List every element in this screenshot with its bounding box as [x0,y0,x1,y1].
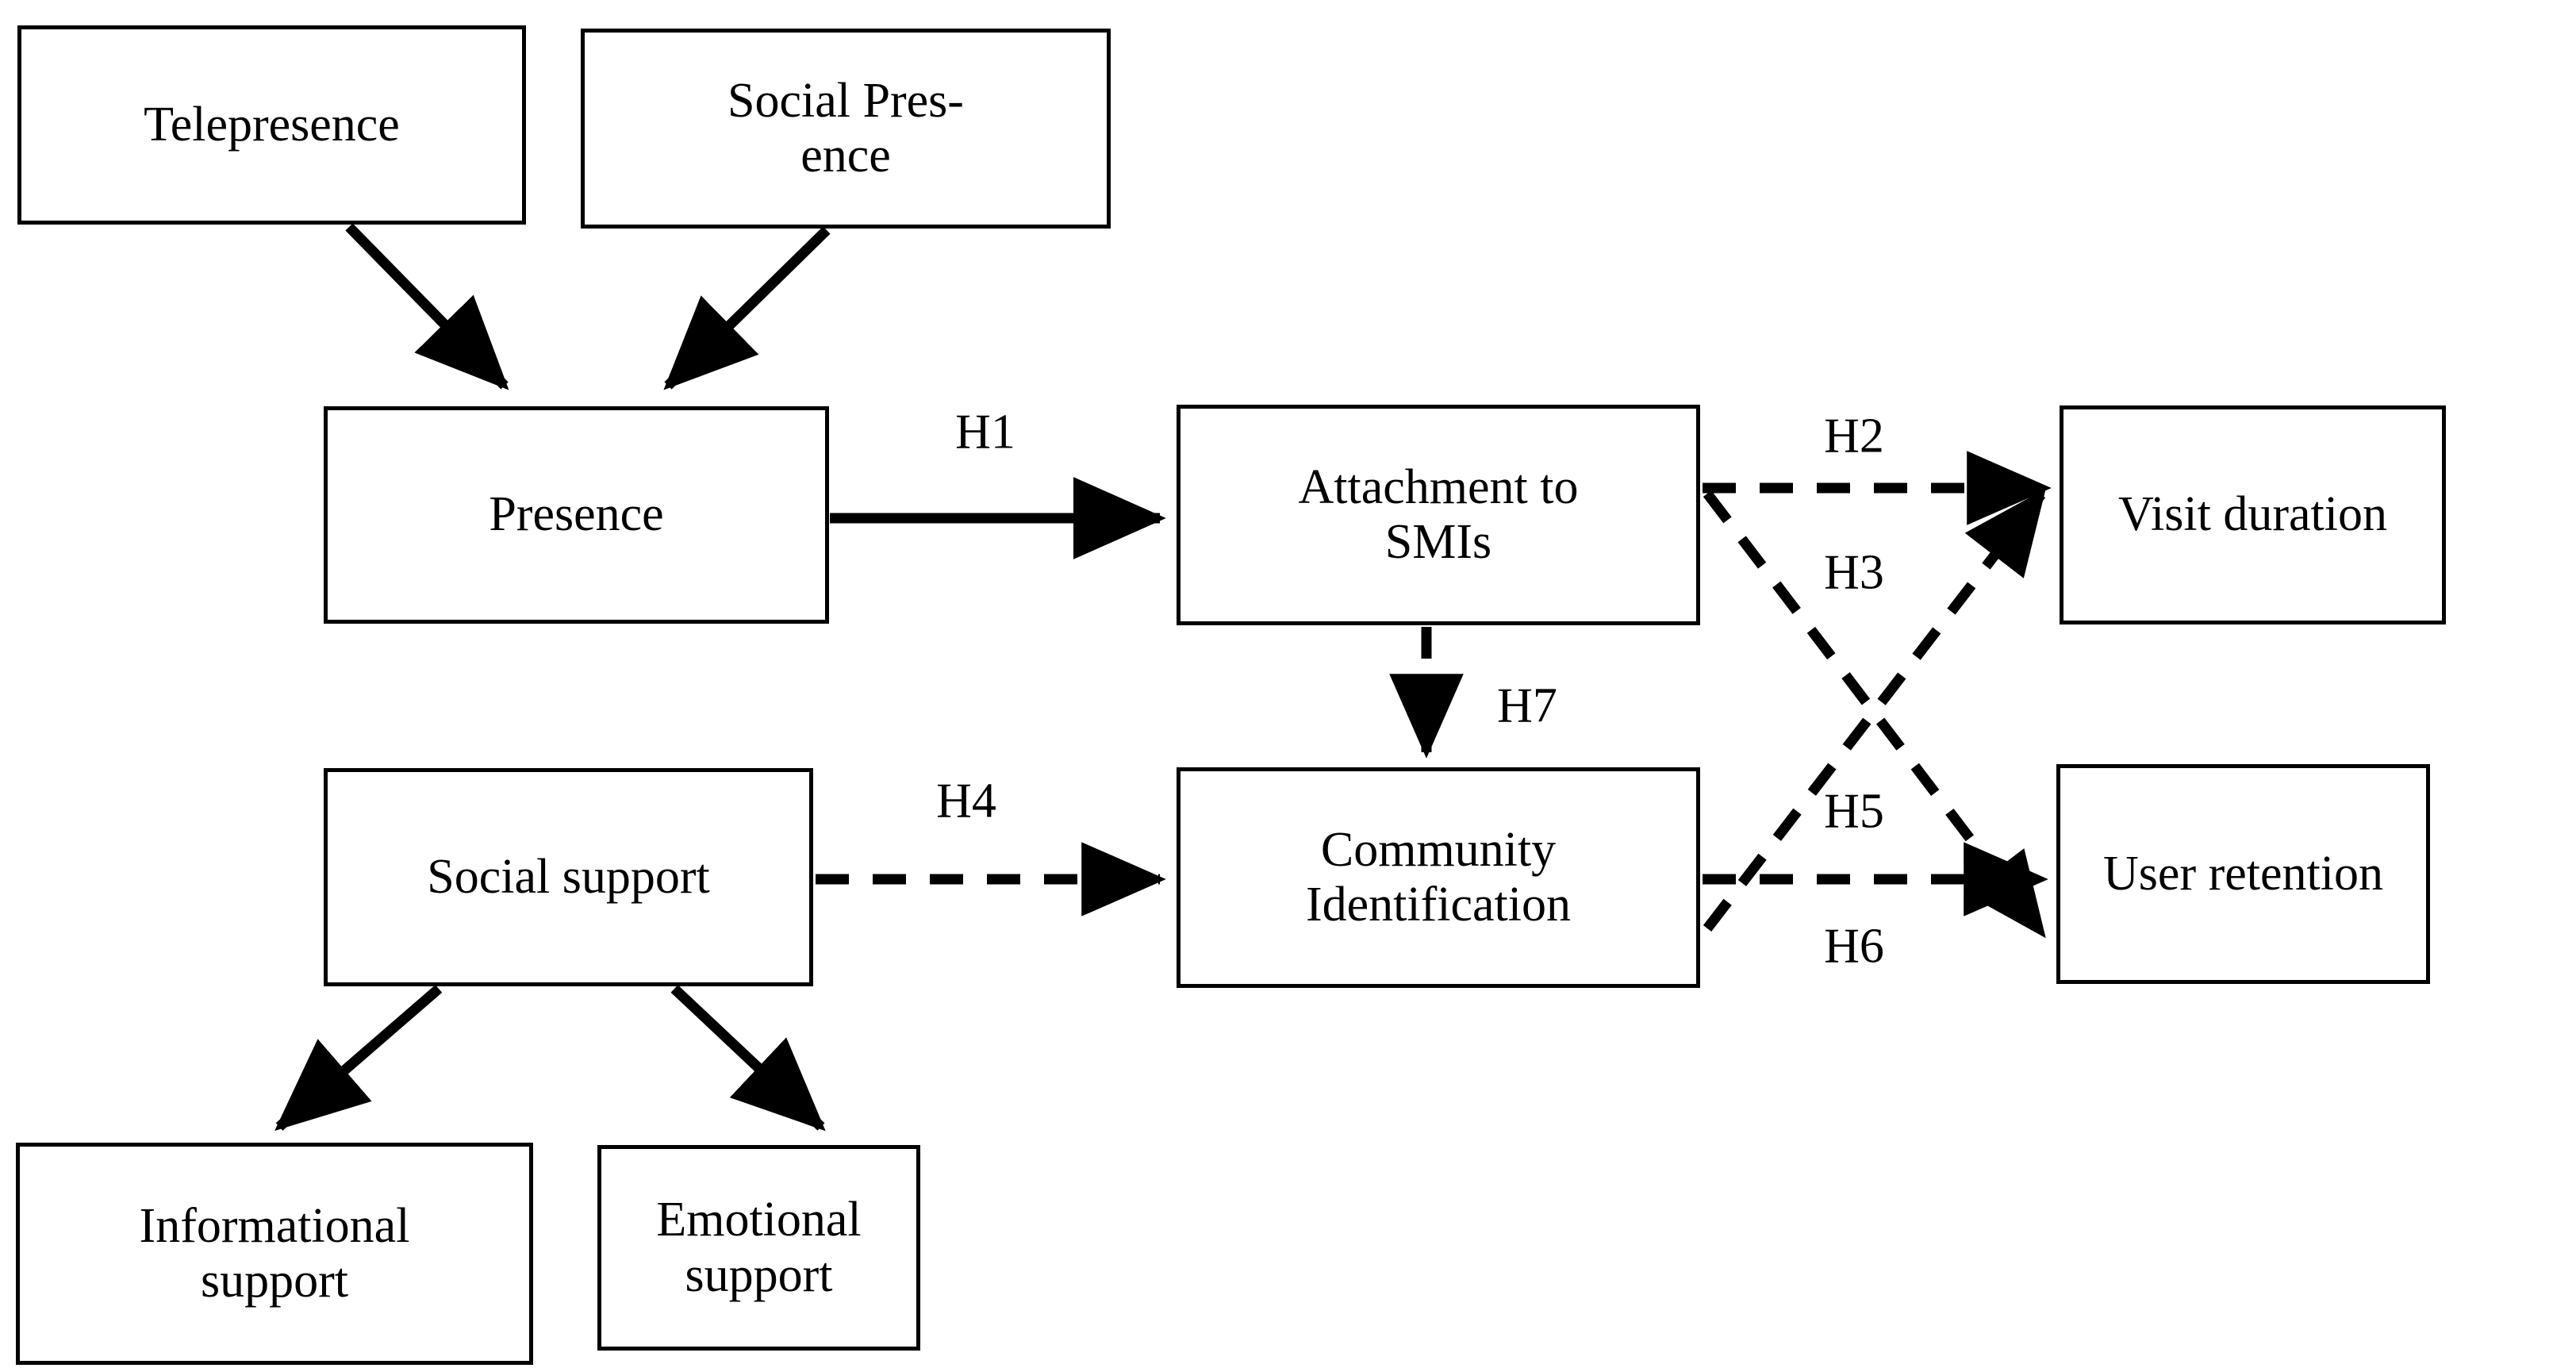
hypothesis-label-h3: H3 [1824,545,1884,600]
edge-social-presence-to-presence [663,226,831,390]
node-label: Emotional support [656,1193,862,1302]
node-telepresence[interactable]: Telepresence [17,25,526,225]
node-community-identification[interactable]: Community Identification [1177,767,1700,988]
node-label: Community Identification [1306,822,1571,932]
node-label: Attachment to SMIs [1298,459,1579,569]
node-label: Visit duration [2118,487,2387,542]
node-label: Presence [489,487,664,542]
hypothesis-label-h6: H6 [1824,919,1884,974]
node-attachment-to-smis[interactable]: Attachment to SMIs [1177,405,1700,625]
node-presence[interactable]: Presence [324,406,829,624]
node-label: Social support [427,849,710,904]
hypothesis-label-h2: H2 [1824,409,1884,463]
hypothesis-label-h1: H1 [955,405,1015,459]
hypothesis-label-h4: H4 [936,774,996,828]
node-label: Social Pres- ence [727,73,964,183]
node-informational-support[interactable]: Informational support [16,1143,533,1365]
hypothesis-label-h5: H5 [1824,784,1884,839]
edge-telepresence-to-presence [345,223,509,390]
edge-social-support-to-emotional-support [670,985,826,1132]
node-social-support[interactable]: Social support [324,768,813,986]
node-label: Telepresence [144,97,400,152]
node-visit-duration[interactable]: Visit duration [2060,405,2446,624]
node-social-presence[interactable]: Social Pres- ence [581,29,1111,229]
node-label: User retention [2103,846,2383,901]
hypothesis-label-h7: H7 [1497,678,1557,733]
node-user-retention[interactable]: User retention [2056,764,2430,984]
edge-social-support-to-informational-support [274,985,443,1132]
node-label: Informational support [139,1198,410,1308]
node-emotional-support[interactable]: Emotional support [597,1145,920,1351]
